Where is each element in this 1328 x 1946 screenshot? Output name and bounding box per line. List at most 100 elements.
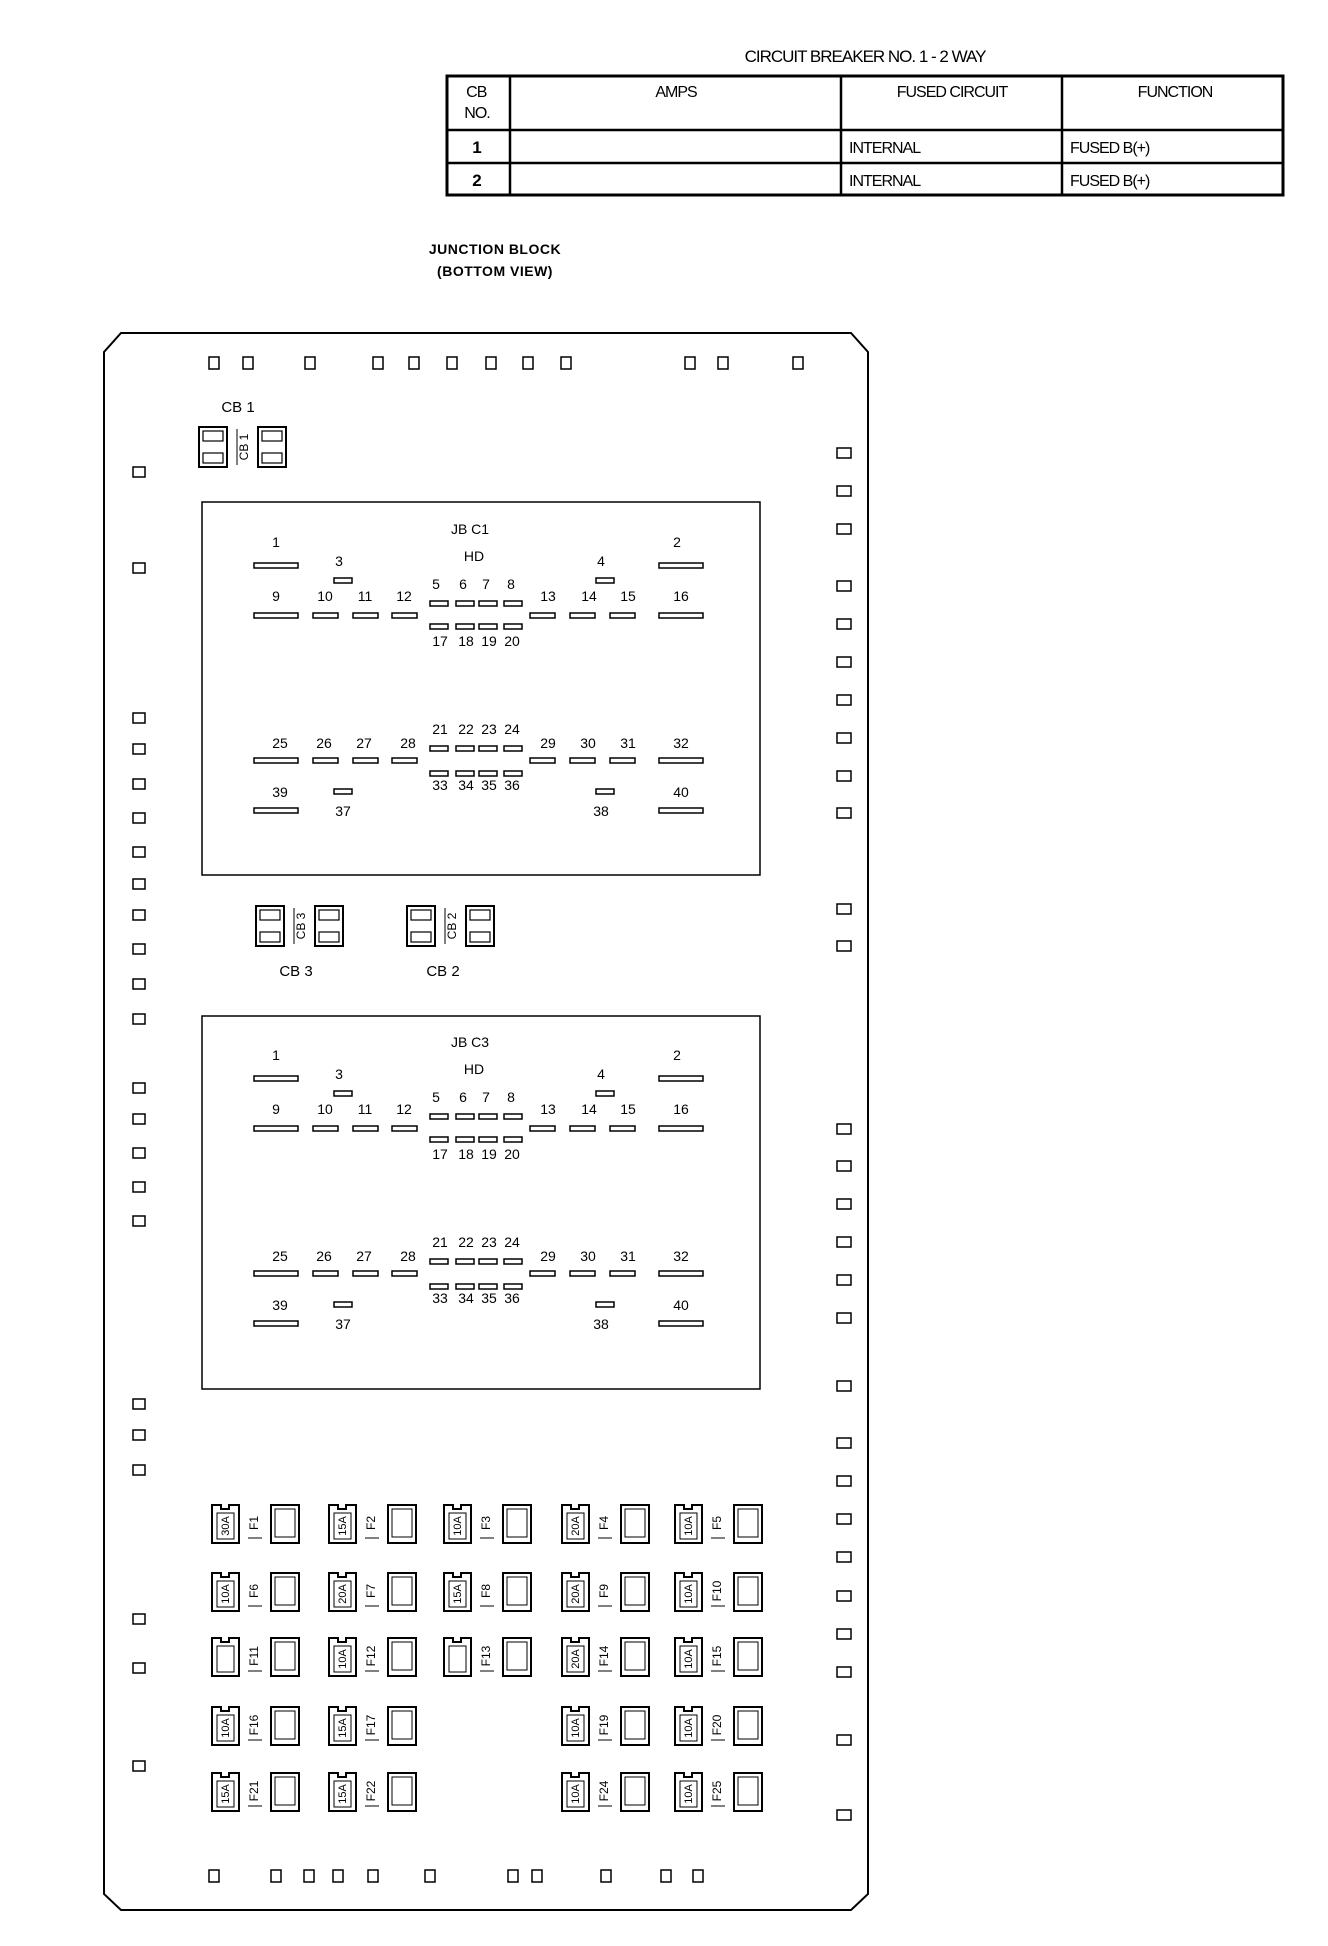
fuse-terminal-inner bbox=[624, 1710, 646, 1740]
mounting-hole bbox=[132, 1398, 146, 1410]
header-no: NO. bbox=[464, 105, 489, 122]
fuse-terminal-inner bbox=[737, 1576, 759, 1606]
connector-pin bbox=[429, 1136, 449, 1143]
fuse-amp-box bbox=[216, 1714, 235, 1742]
mounting-hole bbox=[836, 1666, 852, 1678]
fuse-terminal bbox=[733, 1706, 763, 1746]
pin-number: 7 bbox=[482, 1089, 490, 1105]
fuse-terminal bbox=[270, 1706, 300, 1746]
pin-number: 37 bbox=[335, 803, 351, 819]
mounting-hole bbox=[208, 356, 220, 370]
table-title: CIRCUIT BREAKER NO. 1 - 2 WAY bbox=[745, 47, 987, 66]
fuse-terminal bbox=[270, 1772, 300, 1812]
fuse-id-label: F14 bbox=[597, 1645, 611, 1666]
connector-pin bbox=[478, 600, 498, 607]
pin-number: 20 bbox=[504, 1146, 520, 1162]
connector-pin bbox=[609, 1125, 636, 1132]
fuse-id-label: F10 bbox=[710, 1580, 724, 1601]
connector-pin bbox=[253, 1320, 299, 1327]
mounting-hole bbox=[132, 846, 146, 858]
mounting-hole bbox=[132, 1181, 146, 1193]
mounting-hole bbox=[132, 1464, 146, 1476]
mounting-hole bbox=[446, 356, 458, 370]
connector-pin bbox=[429, 770, 449, 777]
pin-number: 31 bbox=[620, 1248, 636, 1264]
fuse-terminal bbox=[620, 1572, 650, 1612]
fuse-id-label: F13 bbox=[479, 1645, 493, 1666]
fuse-terminal-inner bbox=[624, 1576, 646, 1606]
mounting-hole bbox=[132, 562, 146, 574]
mounting-hole bbox=[132, 1429, 146, 1441]
mounting-hole bbox=[132, 909, 146, 921]
connector-pin bbox=[503, 1113, 523, 1120]
connector-jb-c1-frame bbox=[201, 501, 761, 876]
connector-pin bbox=[503, 1136, 523, 1143]
connector-pin bbox=[503, 600, 523, 607]
connector-pin bbox=[429, 1113, 449, 1120]
connector-pin bbox=[595, 577, 615, 584]
breaker-terminal-tab bbox=[259, 909, 281, 921]
mounting-hole bbox=[660, 1869, 672, 1883]
fuse-terminal bbox=[328, 1706, 357, 1746]
mounting-hole bbox=[792, 356, 804, 370]
mounting-hole bbox=[836, 1513, 852, 1525]
pin-number: 10 bbox=[317, 588, 333, 604]
fuse-terminal bbox=[328, 1504, 357, 1544]
mounting-hole bbox=[132, 978, 146, 990]
breaker-terminal-tab bbox=[469, 931, 491, 943]
fuse-terminal bbox=[211, 1572, 240, 1612]
connector-pin bbox=[569, 757, 596, 764]
fuse-terminal bbox=[674, 1572, 703, 1612]
pin-number: 4 bbox=[597, 553, 605, 569]
breaker-terminal bbox=[255, 905, 285, 947]
mounting-hole bbox=[485, 356, 497, 370]
mounting-hole bbox=[836, 580, 852, 592]
fuse-terminal bbox=[733, 1504, 763, 1544]
mounting-hole bbox=[836, 1380, 852, 1392]
connector-pin bbox=[455, 623, 475, 630]
breaker-terminal bbox=[406, 905, 436, 947]
fuse-id-label: F4 bbox=[597, 1516, 611, 1530]
connector-pin bbox=[658, 757, 704, 764]
pin-number: 34 bbox=[458, 1290, 474, 1306]
fuse-amp-label: 20A bbox=[337, 1584, 349, 1604]
connector-pin bbox=[478, 745, 498, 752]
connector-pin bbox=[569, 1125, 596, 1132]
connector-pin bbox=[658, 1270, 704, 1277]
mounting-hole bbox=[132, 1613, 146, 1625]
fuse-amp-label: 10A bbox=[570, 1718, 582, 1738]
fuse-terminal bbox=[211, 1504, 240, 1544]
fuse-terminal bbox=[443, 1504, 472, 1544]
header-function: FUNCTION bbox=[1138, 84, 1213, 101]
fuse-amp-box bbox=[679, 1580, 698, 1608]
fuse-amp-box bbox=[566, 1645, 585, 1673]
cb1-top-label: CB 1 bbox=[221, 399, 254, 416]
fuse-terminal bbox=[674, 1772, 703, 1812]
table-frame bbox=[445, 74, 1285, 197]
connector-pin bbox=[658, 1075, 704, 1082]
fuse-terminal bbox=[502, 1504, 532, 1544]
connector-pin bbox=[312, 612, 339, 619]
pin-number: 34 bbox=[458, 777, 474, 793]
fuse-terminal bbox=[561, 1706, 590, 1746]
fuse-amp-label: 10A bbox=[683, 1718, 695, 1738]
pin-number: 31 bbox=[620, 735, 636, 751]
fuse-id-label: F6 bbox=[247, 1584, 261, 1598]
cb1-breaker: CB 1 bbox=[198, 426, 287, 468]
pin-number: 19 bbox=[481, 633, 497, 649]
fuse-amp-label: 15A bbox=[337, 1784, 349, 1804]
fuse-terminal bbox=[620, 1637, 650, 1677]
pin-number: 18 bbox=[458, 1146, 474, 1162]
pin-number: 32 bbox=[673, 1248, 689, 1264]
fuse-amp-box bbox=[333, 1645, 352, 1673]
row-2-circuit: INTERNAL bbox=[849, 173, 921, 190]
mounting-hole bbox=[132, 466, 146, 478]
mounting-hole bbox=[836, 1475, 852, 1487]
connector-pin bbox=[478, 1258, 498, 1265]
mounting-hole bbox=[836, 1628, 852, 1640]
connector-pin bbox=[253, 757, 299, 764]
mounting-hole bbox=[836, 807, 852, 819]
